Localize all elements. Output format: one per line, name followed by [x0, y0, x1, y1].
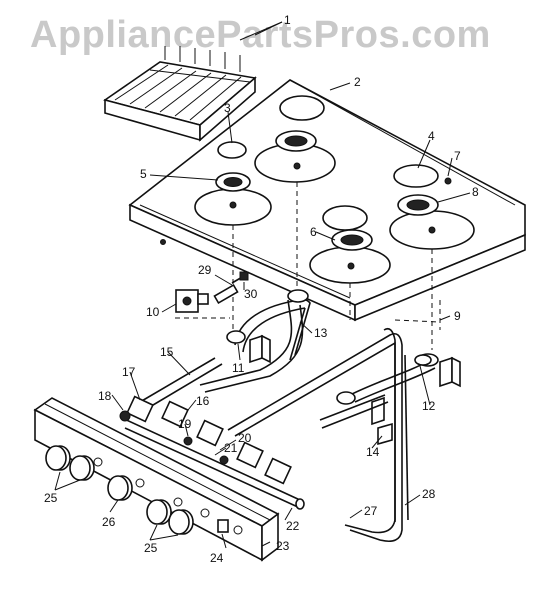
label-part-25-right: 25 [144, 541, 158, 555]
label-part-14: 14 [366, 445, 380, 459]
elbow-fittings [226, 330, 432, 405]
control-panel [33, 397, 280, 562]
label-part-1: 1 [284, 13, 291, 27]
broiler-pan [103, 46, 257, 142]
label-part-25-left: 25 [44, 491, 58, 505]
leader-lines [54, 21, 471, 549]
label-part-5: 5 [140, 167, 147, 181]
label-part-15: 15 [160, 345, 174, 359]
label-part-7: 7 [454, 149, 461, 163]
label-part-8: 8 [472, 185, 479, 199]
burner-valves [119, 395, 292, 485]
label-part-20: 20 [238, 431, 252, 445]
label-part-22: 22 [286, 519, 300, 533]
orifice-fittings-29-30 [213, 271, 249, 305]
label-part-29: 29 [198, 263, 212, 277]
switch-24 [217, 519, 229, 533]
label-part-24: 24 [210, 551, 224, 565]
surface-burners [160, 130, 452, 270]
label-part-28: 28 [422, 487, 436, 501]
label-part-30: 30 [244, 287, 258, 301]
label-part-12: 12 [422, 399, 436, 413]
label-part-3: 3 [224, 101, 231, 115]
gas-tubing [139, 299, 409, 543]
burner-caps-light [217, 95, 439, 231]
label-part-6: 6 [310, 225, 317, 239]
locator-lines [175, 182, 441, 350]
label-part-19: 19 [178, 417, 192, 431]
label-part-26: 26 [102, 515, 116, 529]
mounting-brackets [249, 334, 461, 446]
label-part-9: 9 [454, 309, 461, 323]
label-part-23: 23 [276, 539, 290, 553]
label-part-4: 4 [428, 129, 435, 143]
label-part-27: 27 [364, 504, 378, 518]
watermark-text: AppliancePartsPros.com [30, 14, 491, 56]
label-part-16: 16 [196, 394, 210, 408]
manifold-pipe [121, 417, 305, 510]
label-part-13: 13 [314, 326, 328, 340]
valve-10 [175, 289, 209, 313]
label-part-10: 10 [146, 305, 160, 319]
control-knobs [45, 445, 243, 535]
label-part-2: 2 [354, 75, 361, 89]
label-part-17: 17 [122, 365, 136, 379]
label-part-11: 11 [232, 361, 245, 375]
label-part-18: 18 [98, 389, 112, 403]
part-labels: 1 2 3 4 5 6 7 8 9 10 11 12 13 14 15 16 1… [44, 13, 479, 565]
label-part-21: 21 [224, 441, 238, 455]
